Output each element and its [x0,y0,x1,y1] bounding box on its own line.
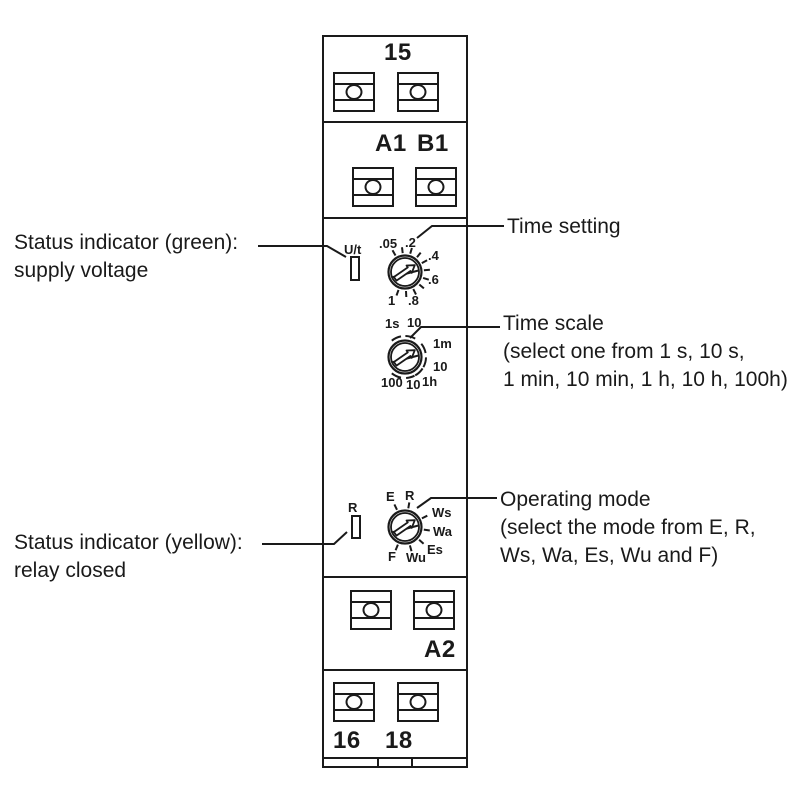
dial-label: Ws [432,505,452,520]
knob-arrow-icon [391,349,419,367]
section-divider [322,217,468,219]
time-setting-annotation: Time setting [507,213,621,241]
dial-label: .4 [428,248,439,263]
terminal-screw-block [352,167,394,207]
terminal-label-b1: B1 [417,130,449,157]
dial-label: .2 [405,235,416,250]
terminal-label-a1: A1 [375,130,407,157]
dial-label: R [405,488,415,503]
annotation-line: (select the mode from E, R, [500,516,756,539]
dial-label: 1s [385,316,400,331]
relay-device-body [322,35,468,759]
terminal-screw-block [397,72,439,112]
annotation-line: Time setting [507,215,621,238]
dial-label: .8 [408,293,419,308]
rail-foot-notch [411,759,413,766]
section-divider [322,669,468,671]
yellow-led-label: R [348,500,358,515]
annotation-line: supply voltage [14,259,149,282]
dial-label: F [388,549,396,564]
yellow-status-annotation: Status indicator (yellow): relay closed [14,529,243,585]
dial-label: 1m [433,336,452,351]
annotation-line: 1 min, 10 min, 1 h, 10 h, 100h) [503,368,788,391]
screw-icon [345,84,363,100]
operating-mode-dial[interactable] [373,495,437,559]
din-rail-foot [322,759,468,768]
screw-icon [409,694,427,710]
dial-tick-marks [391,247,430,298]
dial-label: Es [427,542,443,557]
terminal-screw-block [397,682,439,722]
terminal-label-a2: A2 [424,636,456,663]
dial-label: Wu [406,550,426,565]
yellow-status-led [351,515,361,539]
knob-arrow-icon [391,264,419,282]
screw-icon [427,179,445,195]
dial-label: Wa [433,524,453,539]
annotation-line: relay closed [14,559,127,582]
dial-label: 10 [407,315,422,330]
green-status-led [350,256,360,281]
dial-label: .05 [379,236,398,251]
annotation-line: Operating mode [500,488,651,511]
terminal-screw-block [415,167,457,207]
time-scale-annotation: Time scale (select one from 1 s, 10 s, 1… [503,310,788,394]
terminal-label-16: 16 [333,727,361,754]
screw-icon [425,602,443,618]
screw-icon [409,84,427,100]
dial-label: E [386,489,395,504]
terminal-screw-block [333,682,375,722]
screw-icon [362,602,380,618]
annotation-line: (select one from 1 s, 10 s, [503,340,745,363]
knob-arrow-icon [391,519,419,537]
green-status-annotation: Status indicator (green): supply voltage [14,229,238,285]
annotation-line: Status indicator (yellow): [14,531,243,554]
section-divider [322,576,468,578]
dial-label: .6 [428,272,439,287]
rail-foot-notch [377,759,379,766]
green-led-label: U/t [344,242,362,257]
terminal-screw-block [350,590,392,630]
dial-label: 10 [406,377,421,392]
dial-tick-marks [393,502,430,552]
dial-label: 100 [381,375,403,390]
dial-label: 1 [388,293,396,308]
terminal-label-18: 18 [385,727,413,754]
annotation-line: Time scale [503,312,604,335]
dial-label: 10 [433,359,448,374]
annotation-line: Ws, Wa, Es, Wu and F) [500,544,719,567]
operating-mode-annotation: Operating mode (select the mode from E, … [500,486,756,570]
terminal-screw-block [333,72,375,112]
time-setting-dial[interactable] [373,240,437,304]
screw-icon [345,694,363,710]
dial-label: 1h [422,374,438,389]
section-divider [322,121,468,123]
annotation-line: Status indicator (green): [14,231,239,254]
screw-icon [364,179,382,195]
terminal-screw-block [413,590,455,630]
terminal-label-15: 15 [384,39,412,66]
